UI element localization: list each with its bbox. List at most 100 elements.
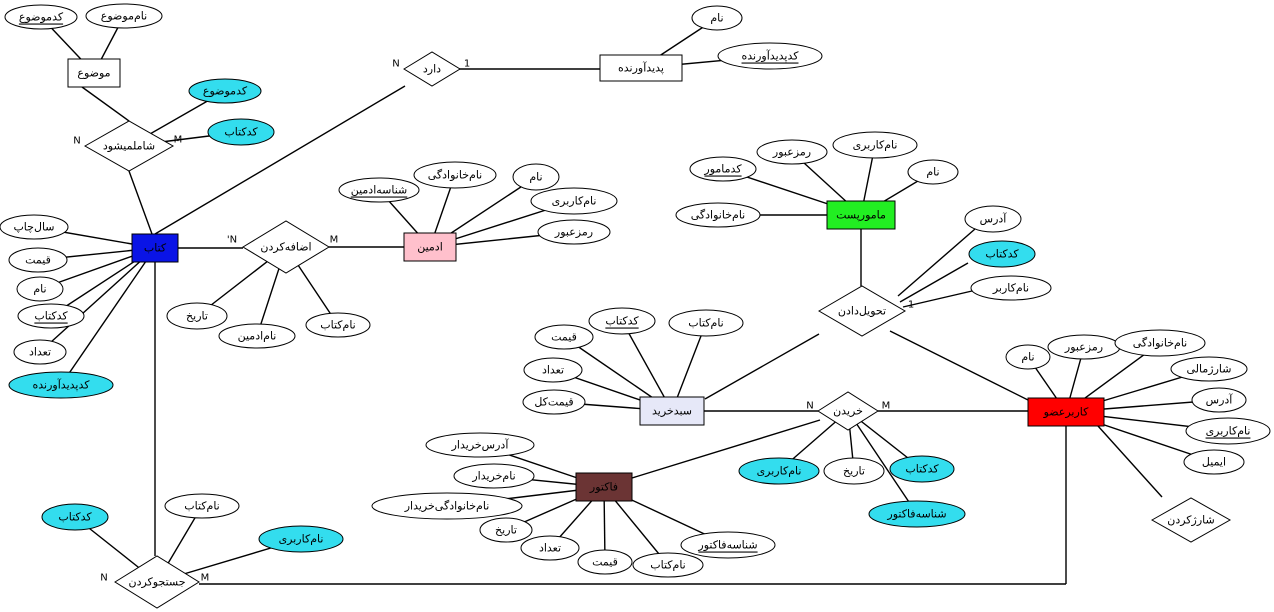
attribute-mem_addr[interactable]: آدرس [1191,387,1247,413]
attribute-inv_buyer_family[interactable]: نام‌خانوادگی‌خریدار [371,492,523,520]
cardinality-inc_m: M [174,135,183,146]
connector-line [39,247,156,353]
relation-deliver[interactable]: تحویل‌دادن [818,285,906,337]
attribute-label: نام‌خانوادگی [428,169,482,182]
attribute-srch_bname[interactable]: نام‌کتاب [164,493,240,519]
attribute-topic_code[interactable]: کدموضوع [4,4,78,30]
entity-member[interactable]: کاربرعضو [1027,397,1105,427]
attribute-ellipse [413,161,497,189]
attribute-label: نام [33,283,46,296]
attribute-inv_buyer_name[interactable]: نام‌خریدار [453,463,535,489]
attribute-inv_date[interactable]: تاریخ [479,517,533,543]
attribute-admin_id[interactable]: شناسه‌ادمین [338,177,420,203]
entity-cart[interactable]: سبدخرید [639,396,705,426]
attribute-admin_pass[interactable]: رمزعبور [537,219,611,245]
attribute-cart_bname[interactable]: نام‌کتاب [668,309,744,337]
attribute-book_year[interactable]: سال‌چاپ [0,214,69,240]
attribute-add_date[interactable]: تاریخ [166,302,228,330]
attribute-srch_user[interactable]: نام‌کاربری [258,525,344,553]
attribute-admin_family[interactable]: نام‌خانوادگی [413,161,497,189]
relation-buy[interactable]: خریدن [817,391,879,431]
relation-add[interactable]: اضافه‌کردن [242,220,330,274]
relation-search[interactable]: جستجوکردن [114,555,200,609]
attribute-ellipse [1170,356,1248,382]
entity-admin[interactable]: ادمین [403,232,457,262]
attribute-inv_bname[interactable]: نام‌کتاب [632,552,704,578]
attribute-book_code[interactable]: کدکتاب [17,303,85,329]
attribute-label: کدکتاب [224,126,258,139]
entity-book[interactable]: کتاب [131,233,179,263]
entity-box [131,233,179,263]
relation-label: خریدن [833,405,863,418]
attribute-del_user[interactable]: نام‌کاربر [970,275,1052,301]
attribute-off_pass[interactable]: رمزعبور [756,139,828,165]
attribute-inc_topic_code[interactable]: کدموضوع [188,78,262,104]
attribute-ellipse [85,3,163,29]
attribute-mem_charge[interactable]: شارژمالی [1170,356,1248,382]
attribute-label: نام‌ادمین [238,330,277,343]
relation-label: جستجوکردن [129,576,186,589]
attribute-off_family[interactable]: نام‌خانوادگی [675,202,761,228]
entity-officer[interactable]: مامورپست [826,200,896,230]
entity-label: موضوع [77,67,110,80]
attribute-book_price[interactable]: قیمت [8,247,68,273]
entity-publisher[interactable]: پدیدآورنده [599,54,683,82]
attribute-label: تعداد [539,542,561,555]
attribute-mem_name[interactable]: نام [1005,344,1051,370]
attribute-off_name[interactable]: نام [907,159,959,185]
attribute-cart_code[interactable]: کدکتاب [588,307,656,335]
attribute-inv_price[interactable]: قیمت [577,549,633,575]
attribute-label: تاریخ [843,465,865,478]
attribute-ellipse [453,463,535,489]
attribute-off_user[interactable]: نام‌کاربری [832,131,918,159]
relation-diamond [242,220,330,274]
attribute-book_pub_code[interactable]: کدپدیدآورنده [8,371,114,399]
attribute-mem_email[interactable]: ایمیل [1183,449,1245,475]
attribute-del_addr[interactable]: آدرس [964,205,1022,233]
attribute-buy_book[interactable]: کدکتاب [889,455,955,483]
entity-invoice[interactable]: فاکتور [575,472,633,502]
attribute-mem_pass[interactable]: رمزعبور [1047,334,1121,360]
attribute-buy_date[interactable]: تاریخ [823,457,885,485]
attribute-book_count[interactable]: تعداد [13,339,67,365]
attribute-label: کدکتاب [985,248,1019,261]
attribute-topic_name[interactable]: نام‌موضوع [85,3,163,29]
attribute-mem_user[interactable]: نام‌کاربری [1185,417,1271,445]
attribute-label: شناسه‌فاکتور [697,539,757,552]
attribute-add_admin[interactable]: نام‌ادمین [218,323,296,349]
attribute-book_name[interactable]: نام [16,276,64,302]
attribute-cart_count[interactable]: تعداد [523,357,583,383]
attribute-ellipse [738,457,820,485]
attribute-label: نام [710,12,723,25]
attribute-inv_id[interactable]: شناسه‌فاکتور [680,531,776,559]
attribute-inc_book_code[interactable]: کدکتاب [207,118,275,146]
attribute-buy_invoice[interactable]: شناسه‌فاکتور [868,500,966,528]
attribute-ellipse [534,324,594,350]
attribute-inv_buyer_addr[interactable]: آدرس‌خریدار [425,432,535,458]
attribute-add_book[interactable]: نام‌کتاب [305,312,371,338]
attribute-label: نام‌کتاب [688,317,724,330]
attribute-label: رمزعبور [772,146,811,159]
relation-charge[interactable]: شارژکردن [1150,497,1232,543]
entity-topic[interactable]: موضوع [67,58,121,88]
attribute-buy_user[interactable]: نام‌کاربری [738,457,820,485]
connector-line [128,170,153,235]
attribute-del_book[interactable]: کدکتاب [968,240,1036,268]
connector-line [902,290,973,308]
attribute-inv_count[interactable]: تعداد [520,535,580,561]
attribute-cart_total[interactable]: قیمت‌کل [522,389,586,415]
attribute-mem_family[interactable]: نام‌خانوادگی [1114,329,1206,357]
attribute-admin_name[interactable]: نام [512,163,560,191]
attribute-label: کدپدیدآورنده [33,378,91,392]
attribute-off_code[interactable]: کدمامور [689,156,757,182]
attribute-ellipse [13,339,67,365]
connector-line [81,86,130,122]
attribute-pub_name[interactable]: نام [691,5,743,31]
relation-includes[interactable]: شاملمیشود [83,120,175,172]
attribute-srch_code[interactable]: کدکتاب [41,503,109,531]
relation-has[interactable]: دارد [403,51,461,87]
attribute-ellipse [968,240,1036,268]
attribute-admin_user[interactable]: نام‌کاربری [530,187,618,215]
attribute-cart_price[interactable]: قیمت [534,324,594,350]
attribute-pub_code[interactable]: کدپدیدآورنده [717,42,823,70]
